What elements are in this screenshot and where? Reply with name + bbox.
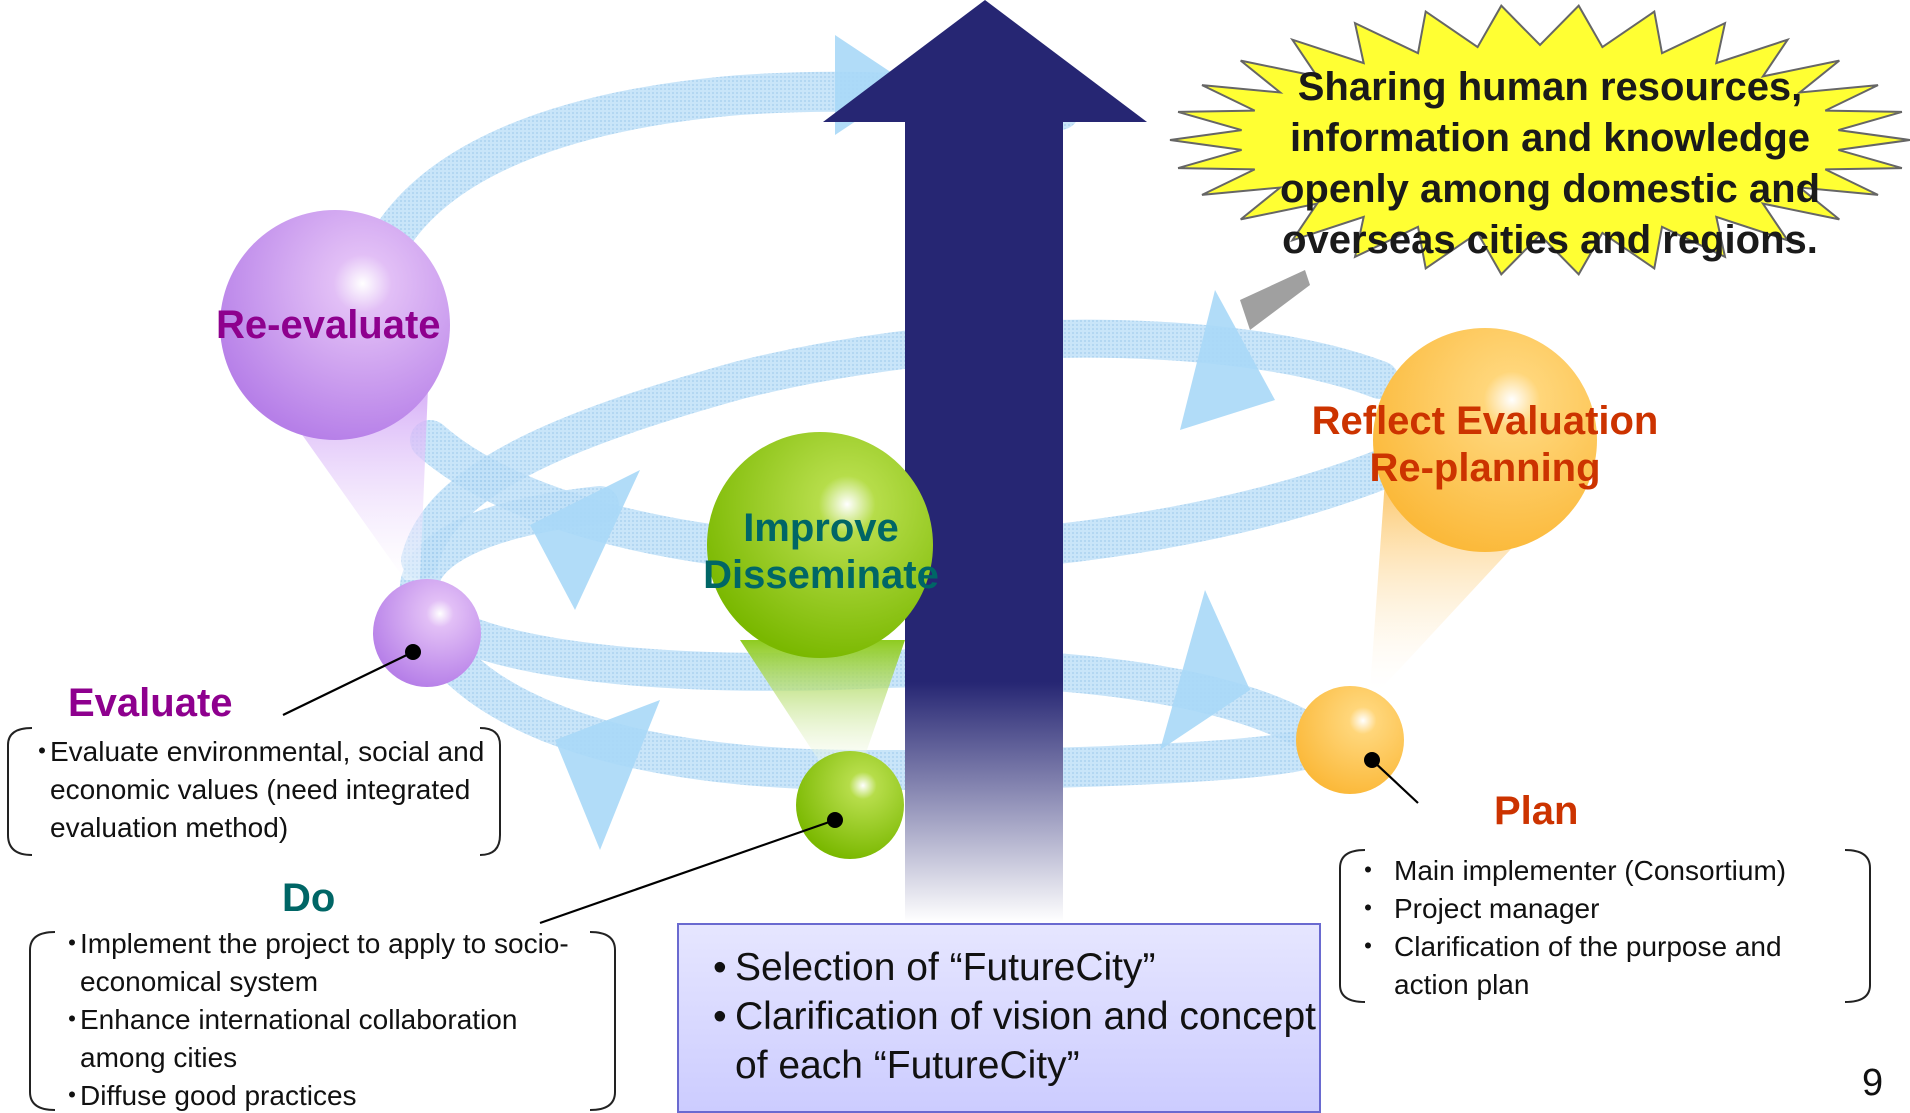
do-item: Diffuse good practices	[58, 1077, 598, 1113]
reevaluate-label: Re-evaluate	[216, 303, 441, 347]
plan-item: Project manager	[1350, 890, 1850, 928]
plan-item: Main implementer (Consortium)	[1350, 852, 1850, 890]
do-item: Enhance international collaboration amon…	[58, 1001, 598, 1077]
bracket-frames	[7, 727, 1871, 1111]
direction-arrows	[530, 35, 1275, 850]
callout-text: Sharing human resources, information and…	[1240, 62, 1860, 266]
futurecity-item: Clarification of vision and concept of e…	[679, 992, 1319, 1090]
reflect-line: Reflect Evaluation	[1311, 399, 1659, 443]
page-number: 9	[1862, 1062, 1884, 1104]
improve-line: Improve	[743, 506, 899, 550]
callout-line: overseas cities and regions.	[1282, 218, 1818, 262]
disseminate-line: Disseminate	[703, 553, 939, 598]
plan-item: Clarification of the purpose and action …	[1350, 928, 1850, 1004]
evaluate-dot	[405, 644, 421, 660]
plan-node	[1296, 686, 1404, 794]
callout-starburst	[1169, 4, 1910, 330]
futurecity-box: Selection of “FutureCity” Clarification …	[677, 923, 1321, 1113]
pointer-lines	[282, 651, 1419, 925]
do-description: Implement the project to apply to socio-…	[58, 925, 598, 1113]
reevaluate-balloon	[220, 210, 450, 440]
evaluate-label: Evaluate	[68, 681, 233, 725]
do-item: Implement the project to apply to socio-…	[58, 925, 598, 1001]
callout-line: openly among domestic and	[1279, 167, 1821, 211]
callout-line: information and knowledge	[1289, 116, 1811, 160]
do-dot	[827, 812, 843, 828]
futurecity-item: Selection of “FutureCity”	[679, 943, 1319, 992]
plan-description: Main implementer (Consortium) Project ma…	[1350, 852, 1850, 1004]
evaluate-description: Evaluate environmental, social and econo…	[28, 733, 493, 847]
evaluate-node	[373, 579, 481, 687]
reflect-label: Reflect Evaluation Re-planning	[1290, 398, 1680, 492]
callout-line: Sharing human resources,	[1297, 65, 1803, 109]
evaluate-item: Evaluate environmental, social and econo…	[28, 733, 493, 847]
replanning-line: Re-planning	[1369, 446, 1601, 491]
plan-label: Plan	[1494, 789, 1579, 833]
reflect-balloon	[1373, 328, 1597, 552]
do-label: Do	[282, 876, 336, 920]
improve-balloon	[707, 432, 933, 658]
improve-label: Improve Disseminate	[696, 505, 946, 599]
plan-dot	[1364, 752, 1380, 768]
do-node	[796, 751, 904, 859]
central-up-arrow	[823, 0, 1147, 922]
